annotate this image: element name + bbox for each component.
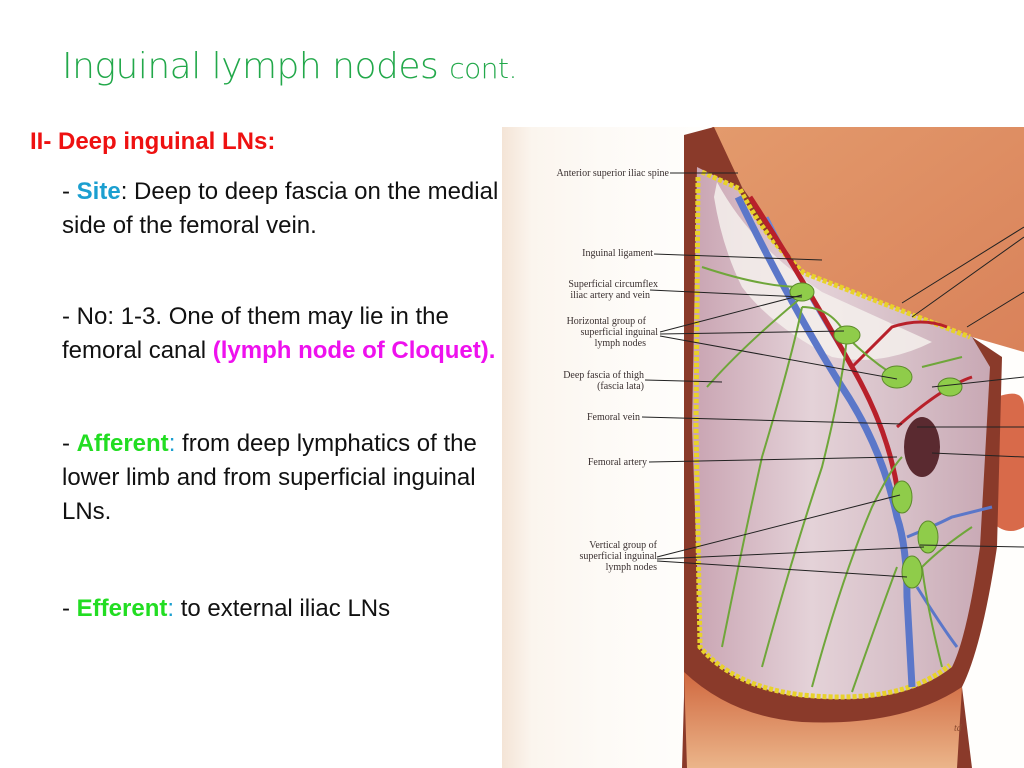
label-deep-fascia-of-thigh: Deep fascia of thigh [563,370,644,381]
lymph-node [917,520,939,554]
point-text: from deep lymphatics of the lower limb a… [62,430,477,525]
lymph-node [901,555,923,589]
point-text: No: 1-3. One of them may lie in the femo… [62,303,449,364]
lymph-node [891,480,913,514]
aponeurosis-highlight [714,182,932,360]
femoral-canal [904,417,940,477]
point-efferent: - Efferent: to external iliac LNs [62,592,512,626]
point-text: Deep to deep fascia on the medial side o… [62,178,499,239]
point-text: to external iliac LNs [174,595,391,622]
bullet-dash: - [62,430,77,457]
slide-title-suffix: cont. [449,52,517,85]
label-vertical-group: Vertical group of [589,540,657,551]
cloquet-highlight: (lymph node of Cloquet). [212,337,496,364]
label-fascia-lata: (fascia lata) [597,381,644,392]
term-separator: : [167,595,175,622]
term-separator: : [120,178,128,205]
label-superficial-circumflex: Superficial circumflex [568,279,658,290]
label-iliac-artery-and-vein: iliac artery and vein [570,290,650,301]
label-lymph-nodes-h: lymph nodes [594,338,646,349]
lower-skin-band [684,672,962,768]
femoral-artery [747,195,900,488]
label-anterior-superior-iliac-spine: Anterior superior iliac spine [556,168,669,179]
bullet-dash: - [62,303,77,330]
leader-lines [641,172,1024,578]
label-superficial-inguinal-v: superficial inguinal [579,551,657,562]
label-superficial-inguinal-h: superficial inguinal [580,327,658,338]
lymph-node [937,377,963,397]
label-lymph-nodes-v: lymph nodes [605,562,657,573]
lymph-node [833,325,861,345]
illustrator-signature: td [954,723,962,734]
femoral-vein [734,195,916,688]
artery-branch [896,375,973,429]
lymph-node [881,365,913,389]
fat-border-side [693,176,952,700]
abdominal-skin [712,127,1024,352]
slide-title: Inguinal lymph nodes cont. [62,46,517,87]
term-efferent: Efferent [76,595,168,622]
saphenous-branch [915,586,959,648]
term-separator: : [168,430,176,457]
label-inguinal-ligament: Inguinal ligament [582,248,653,259]
point-number: - No: 1-3. One of them may lie in the fe… [62,300,512,368]
bullet-dash: - [62,595,77,622]
label-femoral-vein: Femoral vein [586,412,640,423]
point-afferent: - Afferent: from deep lymphatics of the … [62,427,512,529]
slide-title-main: Inguinal lymph nodes [62,46,439,87]
lymph-node [789,282,815,302]
label-horizontal-group: Horizontal group of [566,316,646,327]
bullet-dash: - [62,178,77,205]
artery-branch [850,320,948,369]
inguinal-region-illustration [641,127,1024,768]
point-site: - Site: Deep to deep fascia on the media… [62,175,512,243]
lymph-nodes [789,282,963,589]
label-femoral-artery: Femoral artery [587,457,647,468]
term-site: Site [76,178,121,205]
anatomy-figure: Anterior superior iliac spine Inguinal l… [502,127,1024,768]
term-afferent: Afferent [76,430,169,457]
section-heading: II- Deep inguinal LNs: [30,128,276,155]
